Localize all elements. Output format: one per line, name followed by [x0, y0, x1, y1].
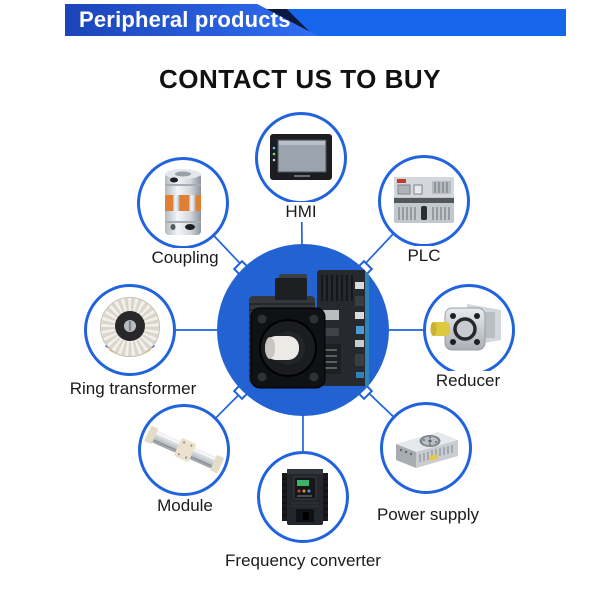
coupling-circle	[137, 157, 229, 249]
banner-title: Peripheral products	[65, 4, 318, 36]
reducer-circle	[423, 284, 515, 376]
coupling-icon	[165, 169, 201, 235]
frequency-converter-label: Frequency converter	[222, 551, 384, 571]
hmi-circle	[255, 112, 347, 204]
coupling-label: Coupling	[148, 248, 222, 268]
reducer-label: Reducer	[432, 371, 504, 391]
ring-transformer-circle	[84, 284, 176, 376]
reducer-icon	[430, 304, 501, 351]
power-supply-label: Power supply	[373, 505, 483, 525]
module-label: Module	[154, 496, 216, 516]
frequency-converter-icon	[282, 469, 328, 525]
plc-label: PLC	[404, 246, 444, 266]
ring-transformer-icon	[100, 297, 160, 357]
hub-circle	[217, 244, 389, 416]
page-title: CONTACT US TO BUY	[159, 64, 441, 94]
plc-icon	[394, 177, 454, 223]
frequency-converter-circle	[257, 451, 349, 543]
hmi-label: HMI	[282, 202, 320, 222]
ring-transformer-label: Ring transformer	[66, 379, 200, 399]
module-icon	[144, 425, 224, 474]
plc-circle	[378, 155, 470, 247]
power-supply-icon	[396, 432, 458, 468]
hmi-icon	[270, 134, 332, 180]
module-circle	[138, 404, 230, 496]
servo-motor-drive-icon	[249, 270, 369, 389]
power-supply-circle	[380, 402, 472, 494]
